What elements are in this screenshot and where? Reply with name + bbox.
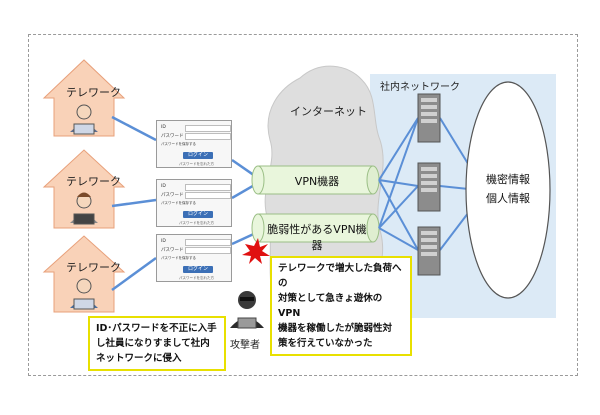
login-form: ID パスワード パスワードを保存する ログイン パスワードを忘れた方 bbox=[156, 179, 232, 227]
vulnerable-vpn-device-label: 脆弱性があるVPN機器 bbox=[267, 223, 367, 252]
callout-line: 機器を稼働したが脆弱性対 bbox=[278, 323, 393, 334]
password-label: パスワード bbox=[161, 193, 184, 198]
confidential-data-ellipse bbox=[465, 81, 551, 299]
attack-burst-icon bbox=[242, 238, 270, 264]
office-network-label: 社内ネットワーク bbox=[380, 82, 460, 93]
info-line-2: 個人情報 bbox=[486, 192, 530, 205]
password-field bbox=[185, 133, 231, 140]
callout-line: し社員になりすまして社内 bbox=[96, 338, 210, 349]
vpn-issue-callout: テレワークで増大した負荷への 対策として急きょ遊休のVPN 機器を稼働したが脆弱… bbox=[270, 256, 412, 356]
house-3 bbox=[42, 235, 126, 313]
vpn-device-label: VPN機器 bbox=[294, 175, 340, 188]
worker-icon bbox=[70, 192, 98, 225]
attacker-icon bbox=[230, 291, 264, 329]
diagram-frame bbox=[28, 34, 578, 376]
intrusion-callout: ID･パスワードを不正に入手 し社員になりすまして社内 ネットワークに侵入 bbox=[88, 316, 226, 371]
house-label: テレワーク bbox=[66, 86, 121, 99]
house-label: テレワーク bbox=[66, 175, 121, 188]
vulnerable-vpn-device-cylinder bbox=[251, 213, 380, 243]
login-button: ログイン bbox=[183, 152, 213, 159]
remember-label: パスワードを保存する bbox=[161, 201, 196, 205]
id-label: ID bbox=[161, 239, 166, 244]
house-label: テレワーク bbox=[66, 261, 121, 274]
forgot-label: パスワードを忘れた方 bbox=[179, 276, 214, 280]
password-label: パスワード bbox=[161, 134, 184, 139]
vpn-device-cylinder bbox=[251, 165, 380, 195]
info-line-1: 機密情報 bbox=[486, 173, 530, 186]
house-connectors bbox=[111, 115, 157, 292]
callout-line: テレワークで増大した負荷への bbox=[278, 263, 402, 289]
forgot-label: パスワードを忘れた方 bbox=[179, 162, 214, 166]
login-button: ログイン bbox=[183, 211, 213, 218]
house-2 bbox=[42, 149, 126, 229]
id-field bbox=[185, 184, 231, 191]
server-icon bbox=[417, 226, 441, 276]
worker-icon bbox=[70, 104, 98, 135]
callout-line: ID･パスワードを不正に入手 bbox=[96, 323, 217, 334]
callout-line: 対策として急きょ遊休のVPN bbox=[278, 293, 383, 319]
callout-line: ネットワークに侵入 bbox=[96, 353, 182, 364]
worker-icon bbox=[70, 278, 98, 310]
internet-label: インターネット bbox=[290, 105, 367, 118]
id-field bbox=[185, 125, 231, 132]
id-label: ID bbox=[161, 184, 166, 189]
forgot-label: パスワードを忘れた方 bbox=[179, 221, 214, 225]
callout-line: 策を行えていなかった bbox=[278, 338, 373, 349]
remember-label: パスワードを保存する bbox=[161, 142, 196, 146]
server-icon bbox=[417, 162, 441, 212]
password-field bbox=[185, 247, 231, 254]
login-button: ログイン bbox=[183, 266, 213, 273]
attacker-label: 攻撃者 bbox=[230, 340, 260, 351]
remember-label: パスワードを保存する bbox=[161, 256, 196, 260]
id-label: ID bbox=[161, 125, 166, 130]
login-form: ID パスワード パスワードを保存する ログイン パスワードを忘れた方 bbox=[156, 234, 232, 282]
server-icon bbox=[417, 93, 441, 143]
vpn-server-links bbox=[378, 117, 419, 251]
confidential-info-label: 機密情報 個人情報 bbox=[466, 170, 550, 208]
id-field bbox=[185, 239, 231, 246]
password-label: パスワード bbox=[161, 248, 184, 253]
password-field bbox=[185, 192, 231, 199]
login-form: ID パスワード パスワードを保存する ログイン パスワードを忘れた方 bbox=[156, 120, 232, 168]
